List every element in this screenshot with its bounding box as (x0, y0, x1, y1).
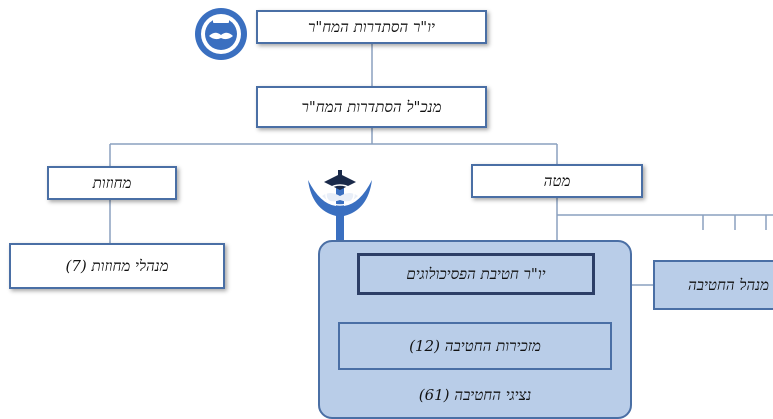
node-director-general: מנכ"ל הסתדרות המח"ר (256, 86, 487, 128)
node-psychologists-chair: יו"ר חטיבת הפסיכולוגים (357, 253, 595, 295)
node-chairman: יו"ר הסתדרות המח"ר (256, 10, 487, 44)
round-seal-logo-icon (195, 8, 247, 60)
node-division-manager: מנהל החטיבה (653, 260, 773, 310)
node-districts: מחוזות (47, 166, 177, 200)
node-headquarters: מטה (471, 164, 643, 198)
psi-symbol-logo-icon (308, 170, 372, 240)
node-division-reps: נציגי החטיבה (61) (418, 385, 532, 404)
node-district-managers: מנהלי מחוזות (7) (9, 243, 225, 289)
node-division-secretariat: מזכירות החטיבה (12) (338, 322, 612, 370)
